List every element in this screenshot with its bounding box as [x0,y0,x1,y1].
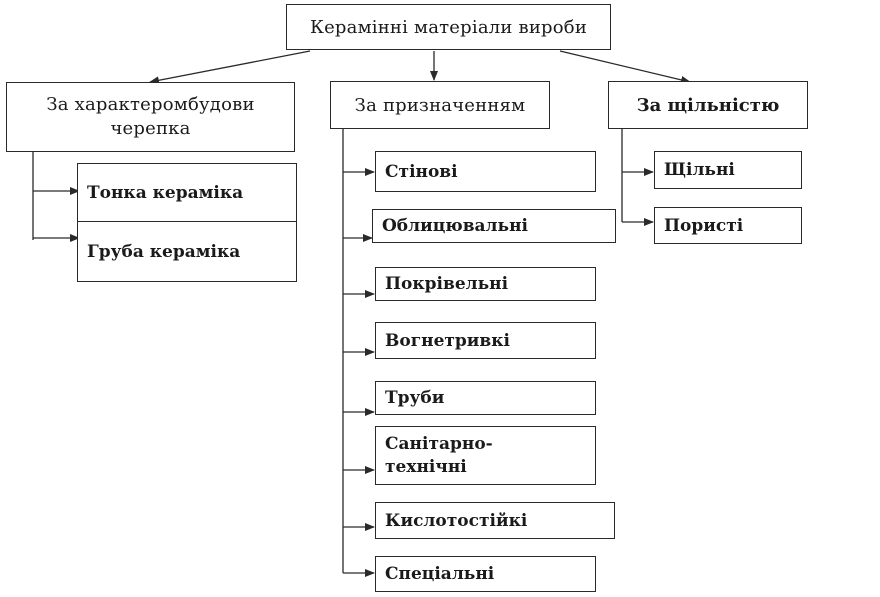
group-purpose-label: За призначенням [354,94,526,116]
density-item-porous-label: Пористі [664,215,744,236]
purpose-item-facing-label: Облицювальні [382,216,528,236]
purpose-item-special-label: Спеціальні [385,564,495,584]
group-purpose-box: За призначенням [330,81,550,129]
purpose-item-wall-label: Стінові [385,161,458,182]
purpose-item-roofing-label: Покрівельні [385,274,509,294]
purpose-item-pipes-label: Труби [385,388,445,408]
density-item-dense: Щільні [654,151,802,189]
purpose-item-acid-resistant: Кислотостійкі [375,502,615,539]
group-structure-label-line1: За характеромбудови [46,93,255,115]
purpose-item-refractory: Вогнетривкі [375,322,596,359]
group-density-label: За щільністю [636,94,780,116]
purpose-item-special: Спеціальні [375,556,596,592]
purpose-item-wall: Стінові [375,151,596,192]
purpose-item-facing: Облицювальні [372,209,616,243]
density-item-dense-label: Щільні [664,160,735,180]
root-label: Керамінні матеріали вироби [309,16,588,38]
group-structure-label-line2: черепка [110,118,191,139]
purpose-item-pipes: Труби [375,381,596,415]
arrow-root-to-structure [149,50,311,85]
purpose-item-sanitary: Санітарно- технічні [375,426,596,485]
purpose-item-sanitary-label-line1: Санітарно- [385,433,493,454]
group-structure-box: За характеромбудови черепка [6,82,295,152]
purpose-item-sanitary-label-line2: технічні [385,456,467,477]
structure-item-coarse: Груба кераміка [77,221,297,282]
arrow-root-to-density [559,50,691,84]
purpose-item-refractory-label: Вогнетривкі [385,330,510,351]
density-item-porous: Пористі [654,207,802,244]
group-density-box: За щільністю [608,81,808,129]
purpose-item-roofing: Покрівельні [375,267,596,301]
structure-item-fine: Тонка кераміка [77,163,297,223]
structure-item-coarse-label: Груба кераміка [87,241,241,262]
structure-item-fine-label: Тонка кераміка [87,183,244,203]
purpose-item-acid-resistant-label: Кислотостійкі [385,510,528,531]
root-box: Керамінні матеріали вироби [286,4,611,50]
